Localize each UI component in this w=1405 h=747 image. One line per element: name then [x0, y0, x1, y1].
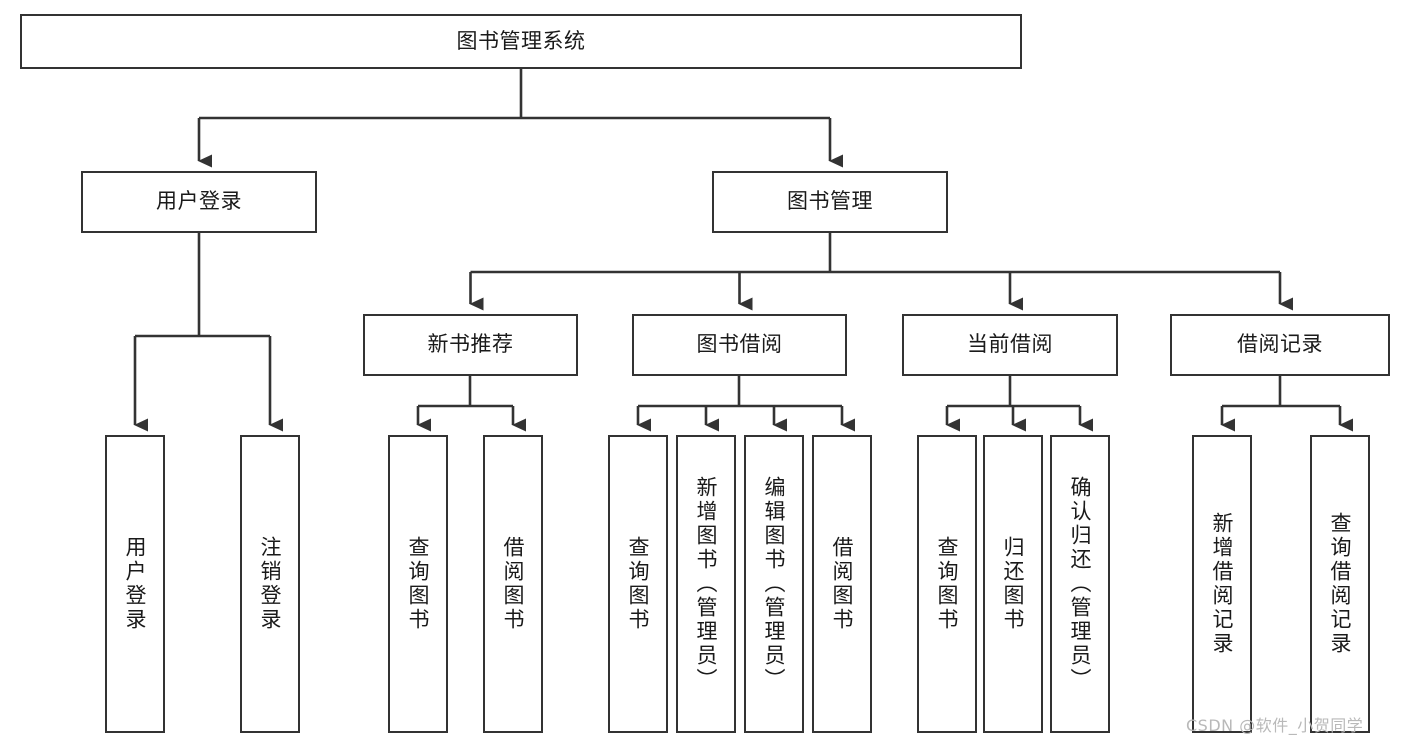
- node-label: 借阅记录: [1237, 332, 1323, 357]
- node-label: 新书推荐: [427, 332, 514, 357]
- node-label: 图书借阅: [696, 332, 783, 357]
- node-new-book-rec[interactable]: 新书推荐: [363, 314, 578, 376]
- node-leaf-edit-book[interactable]: 编辑图书（管理员）: [744, 435, 804, 733]
- node-label: 查询图书: [626, 536, 651, 632]
- node-leaf-borrow-book-rec[interactable]: 借阅图书: [483, 435, 543, 733]
- node-leaf-user-login[interactable]: 用户登录: [105, 435, 165, 733]
- node-label: 借阅图书: [830, 536, 855, 632]
- node-leaf-add-record[interactable]: 新增借阅记录: [1192, 435, 1252, 733]
- node-label: 新增借阅记录: [1210, 512, 1235, 656]
- node-leaf-add-book[interactable]: 新增图书（管理员）: [676, 435, 736, 733]
- node-leaf-query-book-cur[interactable]: 查询图书: [917, 435, 977, 733]
- node-book-borrow[interactable]: 图书借阅: [632, 314, 847, 376]
- node-label: 借阅图书: [501, 536, 526, 632]
- node-user-login[interactable]: 用户登录: [81, 171, 317, 233]
- node-leaf-confirm-return[interactable]: 确认归还（管理员）: [1050, 435, 1110, 733]
- node-label: 编辑图书（管理员）: [762, 476, 787, 692]
- node-label: 归还图书: [1001, 536, 1026, 632]
- node-label: 查询图书: [935, 536, 960, 632]
- node-label: 当前借阅: [967, 332, 1053, 357]
- node-label: 用户登录: [156, 189, 242, 214]
- node-leaf-return-book[interactable]: 归还图书: [983, 435, 1043, 733]
- node-root[interactable]: 图书管理系统: [20, 14, 1022, 69]
- node-label: 新增图书（管理员）: [694, 476, 719, 692]
- node-borrow-record[interactable]: 借阅记录: [1170, 314, 1390, 376]
- node-label: 用户登录: [123, 536, 148, 632]
- node-leaf-query-book-rec[interactable]: 查询图书: [388, 435, 448, 733]
- node-label: 图书管理: [787, 189, 873, 214]
- node-book-manage[interactable]: 图书管理: [712, 171, 948, 233]
- node-leaf-borrow-book[interactable]: 借阅图书: [812, 435, 872, 733]
- watermark-label: CSDN @软件_小贺同学: [1186, 716, 1364, 735]
- node-current-borrow[interactable]: 当前借阅: [902, 314, 1118, 376]
- edge-group: [133, 69, 1353, 432]
- node-label: 注销登录: [258, 536, 283, 632]
- node-leaf-logout[interactable]: 注销登录: [240, 435, 300, 733]
- node-leaf-query-book-borrow[interactable]: 查询图书: [608, 435, 668, 733]
- node-leaf-query-record[interactable]: 查询借阅记录: [1310, 435, 1370, 733]
- node-label: 确认归还（管理员）: [1068, 476, 1093, 692]
- node-label: 查询图书: [406, 536, 431, 632]
- node-label: 图书管理系统: [456, 28, 586, 53]
- node-label: 查询借阅记录: [1328, 512, 1353, 656]
